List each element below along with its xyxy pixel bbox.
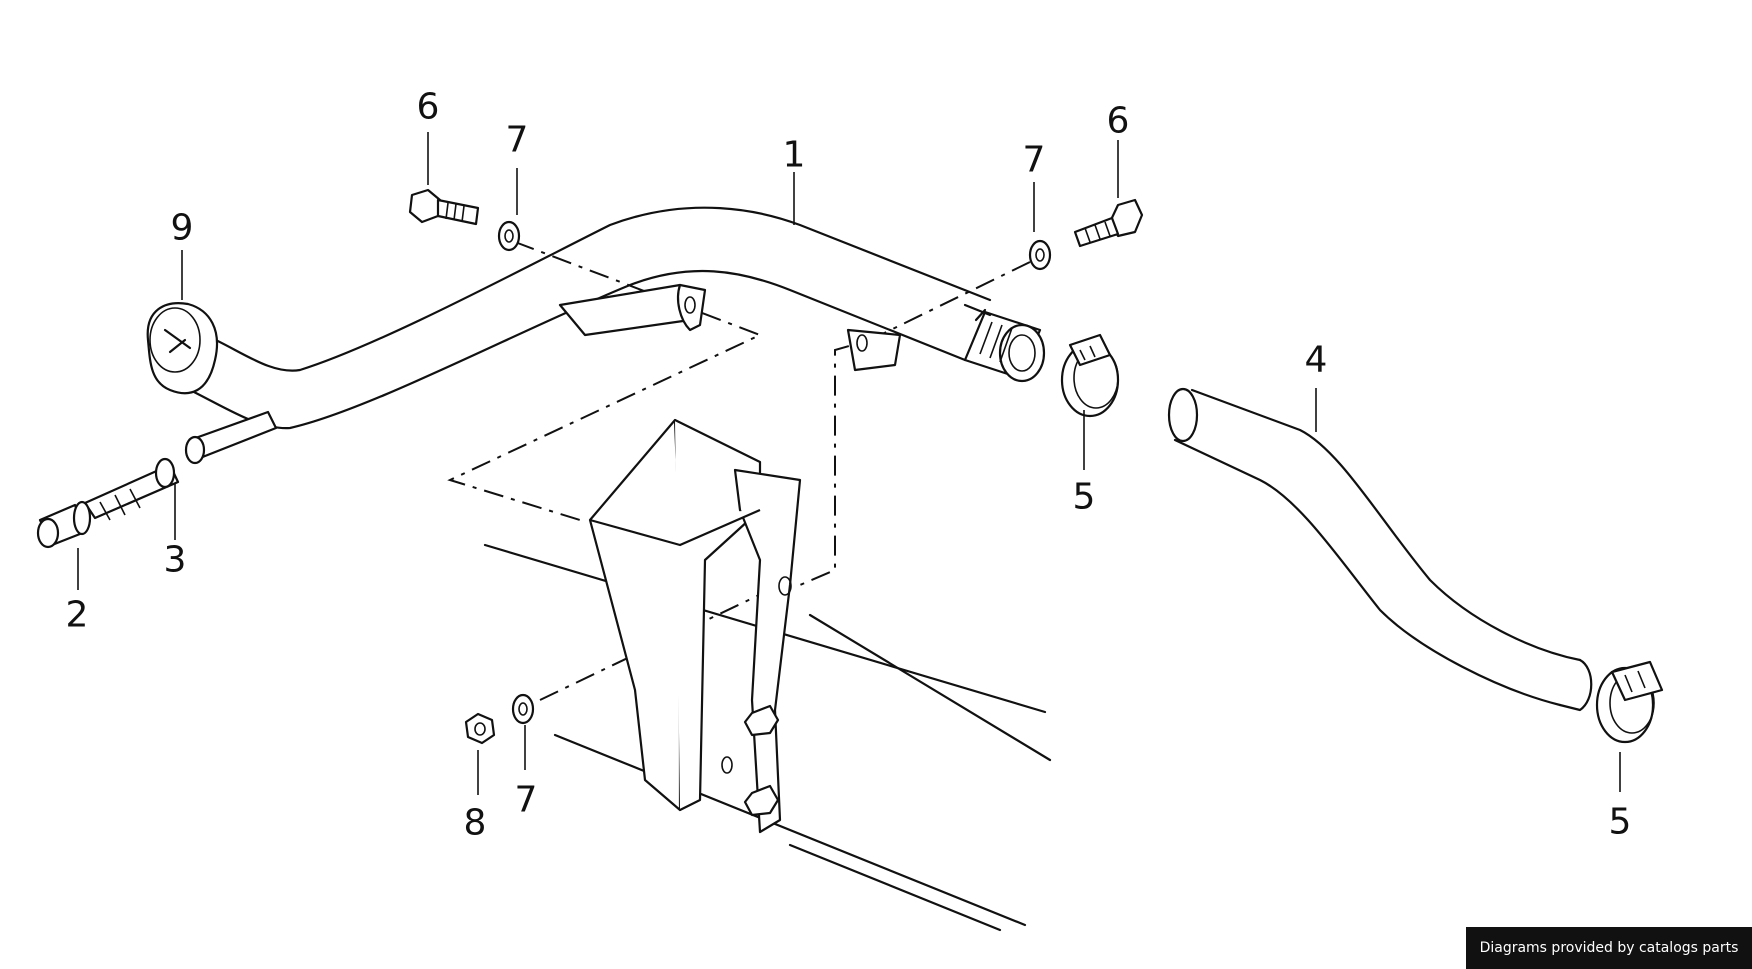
callout-5-upper: 5 (1073, 477, 1096, 518)
filler-pipe (188, 206, 1046, 430)
washers (497, 220, 1052, 725)
callout-4: 4 (1305, 340, 1328, 381)
mounting-bracket (588, 418, 802, 834)
drain-rod (36, 410, 278, 549)
callout-5-lower: 5 (1609, 802, 1632, 843)
hose-clamp-upper (1060, 333, 1120, 418)
hose-clamp-lower (1595, 660, 1664, 744)
nut (464, 712, 496, 745)
callout-7-right: 7 (1023, 140, 1046, 181)
callout-3: 3 (164, 540, 187, 581)
callout-6-right: 6 (1107, 101, 1130, 142)
callout-8: 8 (464, 803, 487, 844)
callout-7-left: 7 (506, 120, 529, 161)
callout-labels: 1 2 3 4 5 5 6 6 7 7 7 8 9 (66, 87, 1632, 844)
hose (1167, 387, 1593, 712)
callout-6-left: 6 (417, 87, 440, 128)
callout-7-bottom: 7 (515, 780, 538, 821)
credit-banner: Diagrams provided by catalogs parts (1466, 927, 1752, 969)
callout-9: 9 (171, 208, 194, 249)
callout-2: 2 (66, 595, 89, 636)
bolt-right (1073, 198, 1144, 248)
callout-1: 1 (783, 135, 806, 176)
bolt-left (408, 188, 480, 226)
filler-cap (146, 302, 219, 395)
leader-lines (77, 132, 1621, 795)
